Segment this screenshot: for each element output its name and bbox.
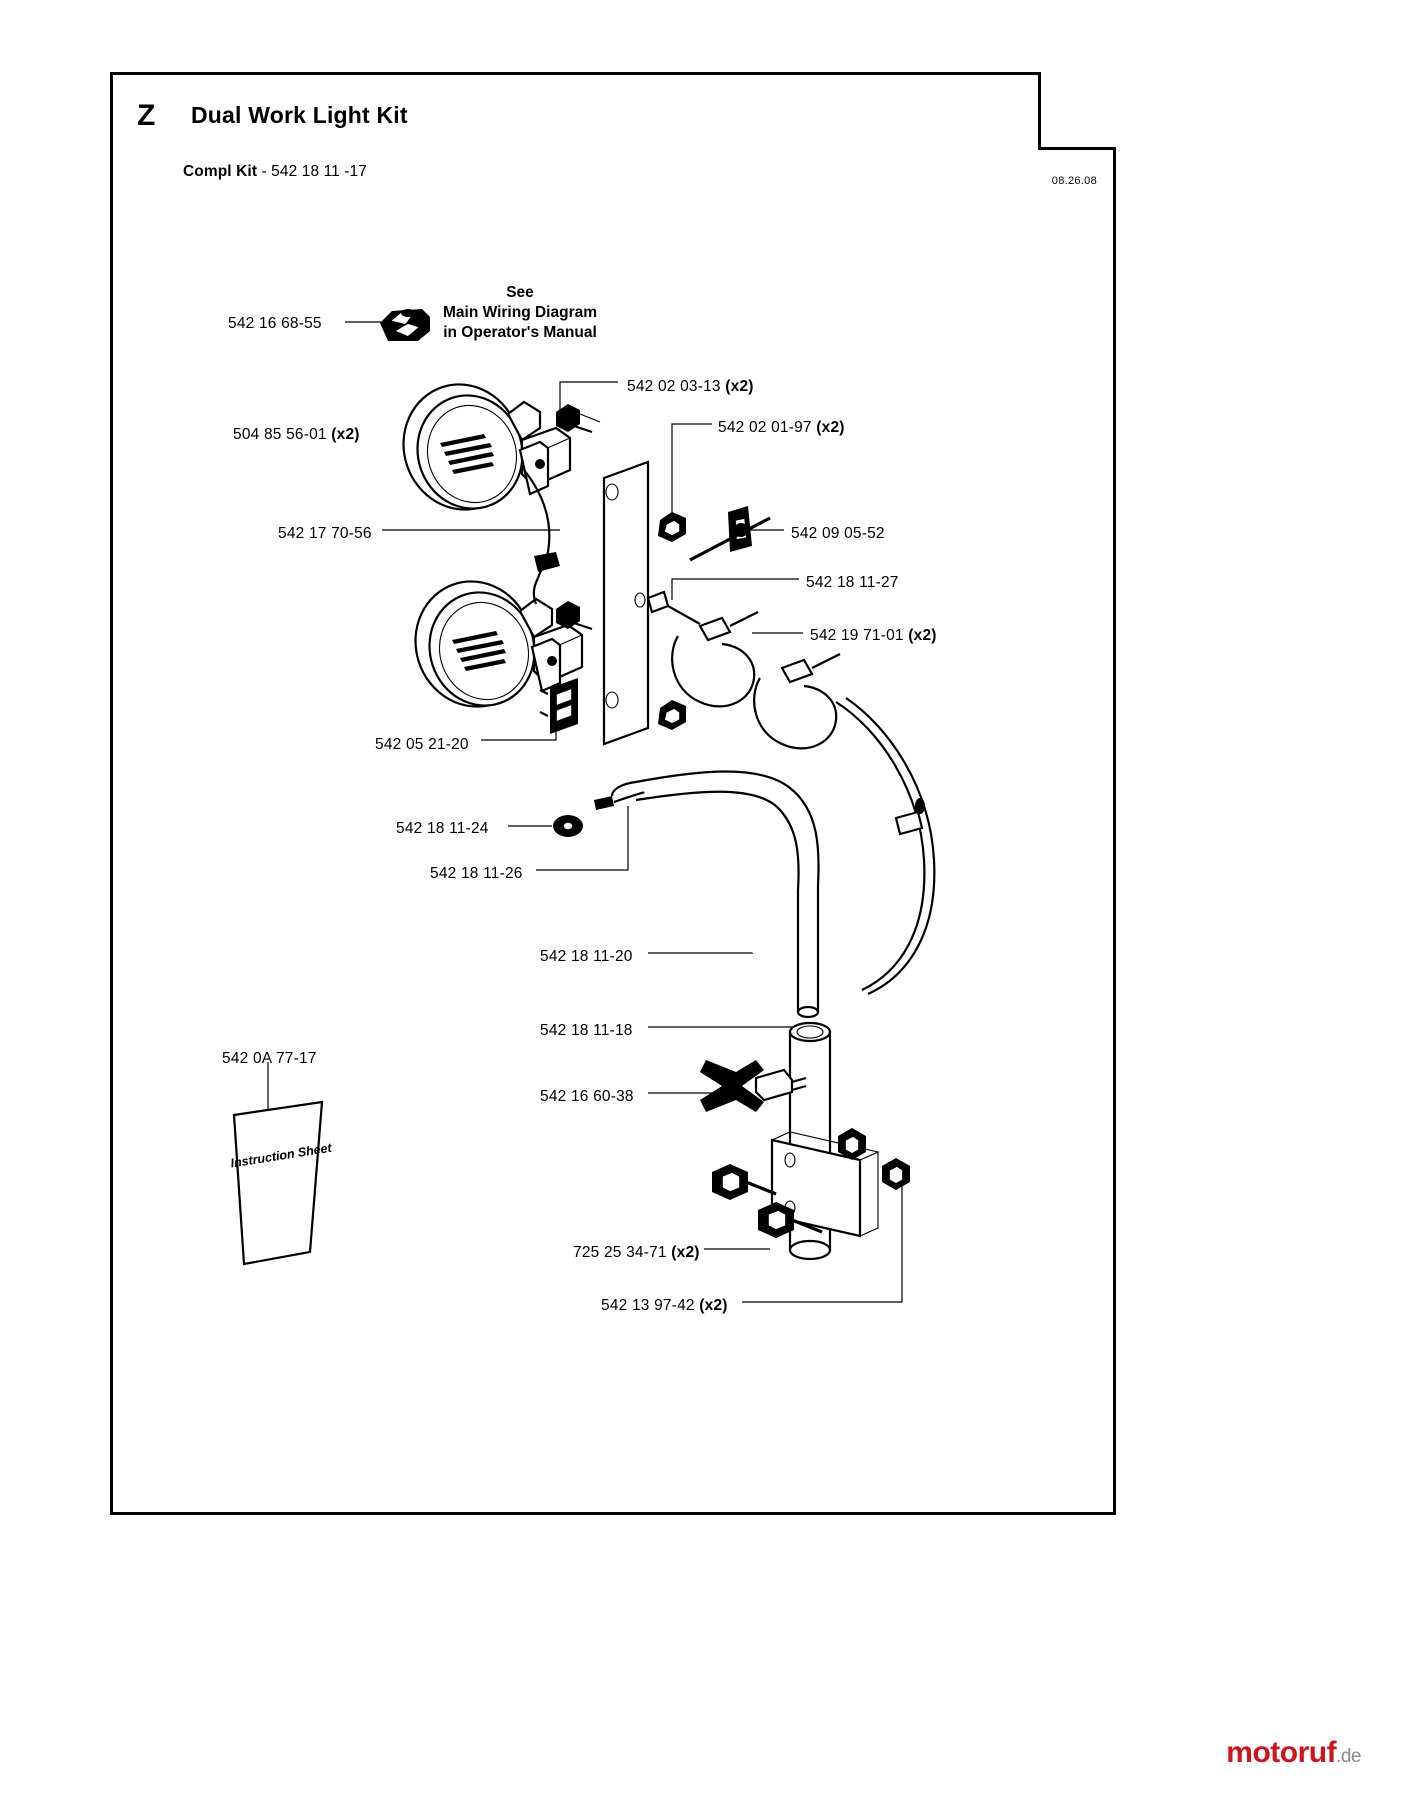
part-label-light-harness: 542 17 70-56 bbox=[278, 524, 372, 543]
part-label-instruction-sheet: 542 0A 77-17 bbox=[222, 1049, 317, 1068]
part-label-wing-clip: 542 09 05-52 bbox=[791, 524, 885, 543]
part-label-upright-tube: 542 18 11-20 bbox=[540, 947, 633, 966]
part-number: 542 13 97-42 bbox=[601, 1297, 695, 1314]
part-label-fuse-connector: 542 16 68-55 bbox=[228, 314, 322, 333]
watermark-name: motoruf bbox=[1226, 1736, 1337, 1769]
compl-kit-label: Compl Kit bbox=[183, 163, 258, 180]
date-stamp: 08.26.08 bbox=[1051, 175, 1097, 187]
part-qty: (x2) bbox=[671, 1244, 700, 1261]
part-qty: (x2) bbox=[699, 1297, 728, 1314]
wiring-diagram-note: See Main Wiring Diagram in Operator's Ma… bbox=[430, 283, 610, 343]
part-number: 542 17 70-56 bbox=[278, 525, 372, 542]
part-label-switch-block: 542 05 21-20 bbox=[375, 735, 469, 754]
note-line-3: in Operator's Manual bbox=[443, 324, 597, 342]
part-label-carriage-bolt: 725 25 34-71 (x2) bbox=[573, 1243, 700, 1262]
part-qty: (x2) bbox=[725, 378, 754, 395]
part-number: 542 18 11-24 bbox=[396, 820, 489, 837]
part-label-grommet-lead: 542 18 11-26 bbox=[430, 864, 523, 883]
part-label-washer: 542 18 11-24 bbox=[396, 819, 489, 838]
part-label-nut-flange: 542 02 01-97 (x2) bbox=[718, 418, 845, 437]
compl-kit-number: - 542 18 11 -17 bbox=[261, 163, 367, 180]
part-label-work-light: 504 85 56-01 (x2) bbox=[233, 425, 360, 444]
part-qty: (x2) bbox=[816, 419, 845, 436]
section-letter: Z bbox=[137, 99, 156, 132]
part-number: 542 05 21-20 bbox=[375, 736, 469, 753]
compl-kit-line: Compl Kit - 542 18 11 -17 bbox=[183, 163, 367, 181]
part-qty: (x2) bbox=[908, 627, 937, 644]
part-qty: (x2) bbox=[331, 426, 360, 443]
part-number: 542 18 11-20 bbox=[540, 948, 633, 965]
part-label-cable-tie: 542 19 71-01 (x2) bbox=[810, 626, 937, 645]
watermark-tld: .de bbox=[1336, 1746, 1361, 1767]
part-number: 542 19 71-01 bbox=[810, 627, 904, 644]
part-number: 542 02 01-97 bbox=[718, 419, 812, 436]
part-label-collar: 542 18 11-18 bbox=[540, 1021, 633, 1040]
part-label-bolt-upper: 542 02 03-13 (x2) bbox=[627, 377, 754, 396]
part-number: 504 85 56-01 bbox=[233, 426, 327, 443]
part-label-mount-bracket: 542 18 11-27 bbox=[806, 573, 899, 592]
part-label-lock-nut: 542 13 97-42 (x2) bbox=[601, 1296, 728, 1315]
watermark-motoruf: motoruf.de bbox=[1226, 1736, 1361, 1770]
part-number: 542 18 11-26 bbox=[430, 865, 523, 882]
part-number: 542 16 60-38 bbox=[540, 1088, 634, 1105]
part-label-knob-screw: 542 16 60-38 bbox=[540, 1087, 634, 1106]
page-title: Dual Work Light Kit bbox=[191, 102, 408, 128]
note-line-1: See bbox=[506, 284, 534, 301]
part-number: 542 0A 77-17 bbox=[222, 1050, 317, 1067]
part-number: 542 18 11-18 bbox=[540, 1022, 633, 1039]
part-number: 542 18 11-27 bbox=[806, 574, 899, 591]
part-number: 542 09 05-52 bbox=[791, 525, 885, 542]
part-number: 542 02 03-13 bbox=[627, 378, 721, 395]
corner-notch bbox=[1038, 72, 1116, 150]
part-number: 725 25 34-71 bbox=[573, 1244, 667, 1261]
part-number: 542 16 68-55 bbox=[228, 315, 322, 332]
note-line-2: Main Wiring Diagram bbox=[442, 304, 598, 322]
